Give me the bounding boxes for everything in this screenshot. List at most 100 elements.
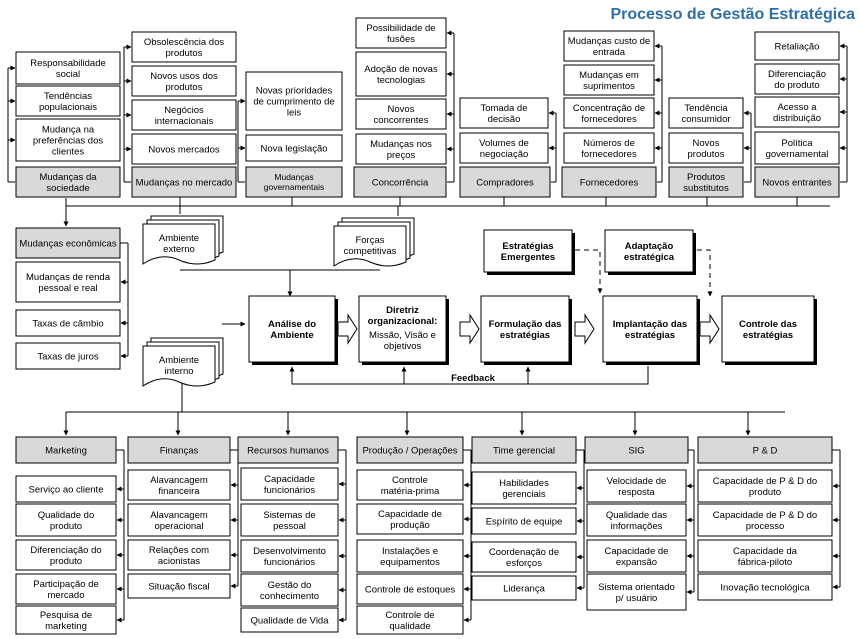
adaptation-arrow [697, 249, 713, 297]
process-arrow [459, 313, 480, 345]
process-arrow [574, 313, 595, 345]
box-frame [754, 96, 840, 128]
top-header-mercado: Mudanças no mercado [131, 166, 237, 198]
box-frame [127, 503, 231, 537]
box-frame [245, 134, 343, 162]
box-frame [356, 605, 464, 635]
box-label: Time gerencial [493, 445, 555, 456]
box-frame [721, 295, 815, 363]
box-label: Inovação tecnológica [720, 582, 810, 593]
top-header-compradores: Compradores [459, 166, 551, 198]
feedback-label: Feedback [451, 373, 496, 384]
box-frame [15, 503, 117, 537]
box-label: Situação fiscal [148, 581, 209, 592]
box-frame [15, 342, 121, 370]
box-frame [563, 132, 655, 164]
box-label: Mudanças econômicas [19, 238, 116, 249]
box-frame [471, 575, 577, 601]
box-label: P & D [753, 445, 778, 456]
box-frame [15, 118, 121, 162]
box-frame [240, 539, 339, 573]
box-frame [668, 166, 744, 198]
economicas-item-1: Taxas de câmbio [15, 309, 121, 337]
box-frame [15, 261, 121, 303]
box-label: SIG [628, 445, 644, 456]
top-item-governamentais-1: Nova legislação [245, 134, 343, 162]
box-frame [356, 539, 464, 573]
process-arrow [337, 313, 358, 345]
box-frame [15, 539, 117, 571]
box-frame [471, 436, 577, 464]
top-item-entrantes-0: Retaliação [754, 31, 840, 61]
box-frame [127, 436, 231, 464]
doc-sheet [142, 345, 216, 387]
box-frame [15, 573, 117, 605]
box-frame [754, 63, 840, 95]
diagram-title: Processo de Gestão Estratégica [610, 6, 855, 23]
top-item-mercado-3: Novos mercados [131, 133, 237, 165]
box-frame [356, 469, 464, 501]
bottom-item-pd-3: Inovação tecnológica [697, 573, 833, 601]
box-frame [561, 166, 657, 198]
box-frame [240, 573, 339, 607]
box-label: Liderança [503, 583, 545, 594]
box-frame [697, 436, 833, 464]
box-frame [240, 503, 339, 537]
emergent-arrow [575, 249, 603, 294]
box-frame [697, 503, 833, 537]
bottom-item-rh-4: Qualidade de Vida [240, 607, 339, 633]
bottom-header-marketing: Marketing [15, 436, 117, 464]
box-frame [245, 71, 343, 131]
box-label: Fornecedores [580, 177, 639, 188]
box-label: Finanças [160, 445, 199, 456]
box-frame [15, 309, 121, 337]
box-label: Concorrência [372, 177, 429, 188]
box-frame [15, 475, 117, 503]
box-frame [668, 132, 744, 164]
bottom-header-producao: Produção / Operações [356, 436, 464, 464]
box-frame [15, 85, 121, 117]
box-frame [584, 436, 689, 464]
